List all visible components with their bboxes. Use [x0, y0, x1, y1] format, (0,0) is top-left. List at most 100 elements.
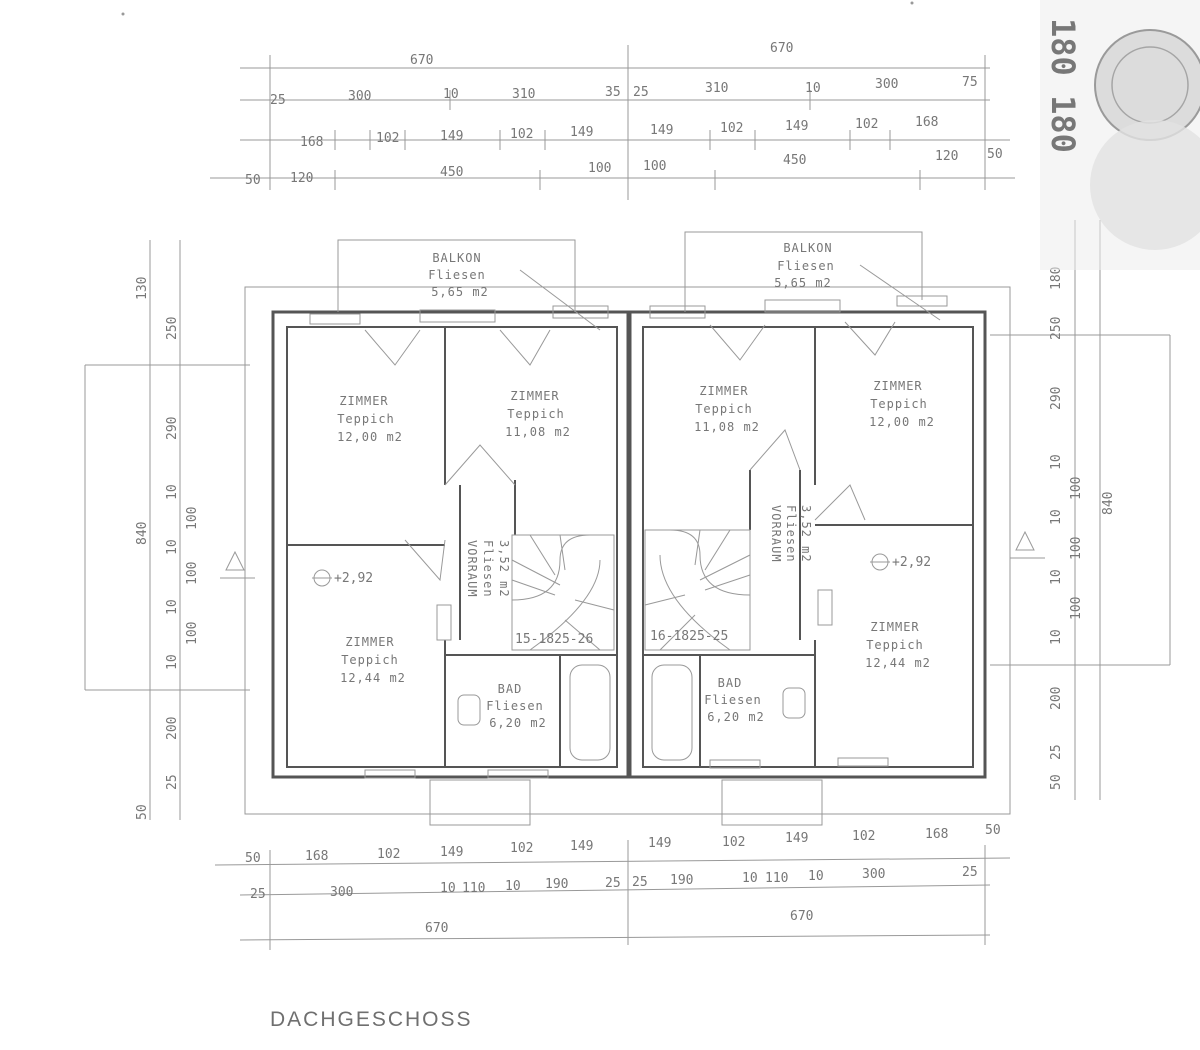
dim-text: 102 — [510, 841, 533, 856]
dim-text: 180 — [1049, 267, 1064, 290]
dim-text: 10 — [505, 879, 521, 894]
top-dimensions: 670 670 25 300 10 310 35 25 310 10 300 7… — [210, 41, 1015, 200]
dim-text: 100 — [185, 562, 200, 585]
stamp-seal: 180 180 — [1040, 0, 1200, 270]
svg-text:5,65 m2: 5,65 m2 — [774, 276, 832, 290]
dim-text: 50 — [985, 823, 1001, 838]
dim-text: 130 — [135, 277, 150, 300]
dim-text: 840 — [1101, 492, 1116, 515]
svg-text:Fliesen: Fliesen — [486, 699, 544, 713]
dim-text: 10 — [805, 81, 821, 96]
svg-text:11,08 m2: 11,08 m2 — [505, 425, 571, 439]
dim-text: 168 — [915, 115, 938, 130]
dim-text: 10 — [165, 539, 180, 555]
dim-text: 149 — [650, 123, 673, 138]
room-bad-right: BAD Fliesen 6,20 m2 — [704, 676, 765, 724]
dim-text: 120 — [290, 171, 313, 186]
dim-text: 10 — [165, 654, 180, 670]
room-zimmer-top-mid-left: ZIMMER Teppich 11,08 m2 — [505, 389, 571, 439]
dim-text: 100 — [1069, 477, 1084, 500]
dim-text: 670 — [410, 53, 433, 68]
svg-text:Fliesen: Fliesen — [784, 505, 798, 563]
dim-text: 25 — [633, 85, 649, 100]
room-vorraum-left: VORRAUM Fliesen 3,52 m2 — [465, 540, 511, 598]
dim-text: 149 — [785, 831, 808, 846]
dim-text: 190 — [545, 877, 568, 892]
dim-text: 149 — [785, 119, 808, 134]
stamp-number: 180 180 — [1044, 18, 1082, 153]
room-balcony-left: BALKON Fliesen 5,65 m2 — [428, 251, 489, 299]
dim-text: 100 — [185, 622, 200, 645]
dim-text: 50 — [245, 851, 261, 866]
dim-text: 10 — [165, 599, 180, 615]
dim-text: 300 — [330, 885, 353, 900]
dim-text: 100 — [185, 507, 200, 530]
building-walls — [244, 231, 1011, 826]
svg-text:ZIMMER: ZIMMER — [870, 620, 919, 634]
svg-text:12,44 m2: 12,44 m2 — [340, 671, 406, 685]
svg-text:ZIMMER: ZIMMER — [510, 389, 559, 403]
dim-text: 102 — [376, 131, 399, 146]
svg-text:Teppich: Teppich — [870, 397, 928, 411]
dim-text: 25 — [270, 93, 286, 108]
svg-text:Fliesen: Fliesen — [777, 259, 835, 273]
dim-text: 102 — [377, 847, 400, 862]
dim-text: 120 — [935, 149, 958, 164]
svg-text:Fliesen: Fliesen — [481, 540, 495, 598]
svg-text:5,65 m2: 5,65 m2 — [431, 285, 489, 299]
dim-text: 10 — [742, 871, 758, 886]
dim-text: 149 — [648, 836, 671, 851]
elevation-markers: +2,92 +2,92 — [220, 530, 1045, 587]
svg-text:ZIMMER: ZIMMER — [345, 635, 394, 649]
dim-text: 300 — [875, 77, 898, 92]
dim-text: 840 — [135, 522, 150, 545]
svg-text:12,00 m2: 12,00 m2 — [337, 430, 403, 444]
stair-label: 15-1825-26 — [515, 632, 593, 647]
dim-text: 102 — [722, 835, 745, 850]
dim-text: 300 — [348, 89, 371, 104]
room-zimmer-bottom-right: ZIMMER Teppich 12,44 m2 — [865, 620, 931, 670]
dim-text: 200 — [1049, 687, 1064, 710]
svg-text:Teppich: Teppich — [341, 653, 399, 667]
dim-text: 75 — [962, 75, 978, 90]
svg-text:Fliesen: Fliesen — [704, 693, 762, 707]
dim-text: 149 — [440, 845, 463, 860]
side-dimensions: 130 250 290 10 100 10 100 10 100 10 200 … — [84, 220, 1171, 820]
svg-text:12,44 m2: 12,44 m2 — [865, 656, 931, 670]
dim-text: 10 — [1049, 509, 1064, 525]
drawing-title: DACHGESCHOSS — [270, 1008, 473, 1031]
svg-text:BALKON: BALKON — [432, 251, 481, 265]
svg-text:3,52 m2: 3,52 m2 — [497, 540, 511, 598]
svg-text:Teppich: Teppich — [866, 638, 924, 652]
dim-text: 102 — [720, 121, 743, 136]
dim-text: 35 — [605, 85, 621, 100]
dim-text: 50 — [987, 147, 1003, 162]
svg-text:VORRAUM: VORRAUM — [769, 505, 783, 563]
dim-text: 290 — [165, 417, 180, 440]
room-balcony-right: BALKON Fliesen 5,65 m2 — [774, 241, 835, 290]
svg-text:BAD: BAD — [718, 676, 743, 690]
room-bad-left: BAD Fliesen 6,20 m2 — [486, 682, 546, 730]
room-zimmer-bottom-left: ZIMMER Teppich 12,44 m2 — [340, 635, 406, 685]
dim-text: 670 — [770, 41, 793, 56]
dim-text: 250 — [165, 317, 180, 340]
dim-text: 100 — [643, 159, 666, 174]
dim-text: 110 — [462, 881, 485, 896]
dim-text: 25 — [632, 875, 648, 890]
staircase-left: 15-1825-26 — [511, 534, 615, 651]
dim-text: 25 — [605, 876, 621, 891]
svg-text:6,20 m2: 6,20 m2 — [707, 710, 765, 724]
svg-text:BALKON: BALKON — [783, 241, 832, 255]
dim-text: 250 — [1049, 317, 1064, 340]
svg-text:3,52 m2: 3,52 m2 — [799, 505, 813, 563]
svg-text:ZIMMER: ZIMMER — [873, 379, 922, 393]
dim-text: 100 — [588, 161, 611, 176]
dim-text: 25 — [250, 887, 266, 902]
dim-text: 102 — [852, 829, 875, 844]
dim-text: 149 — [570, 839, 593, 854]
dim-text: 100 — [1069, 597, 1084, 620]
dim-text: 310 — [512, 87, 535, 102]
dim-text: 25 — [165, 774, 180, 790]
dim-text: 10 — [808, 869, 824, 884]
dim-text: 50 — [1049, 774, 1064, 790]
